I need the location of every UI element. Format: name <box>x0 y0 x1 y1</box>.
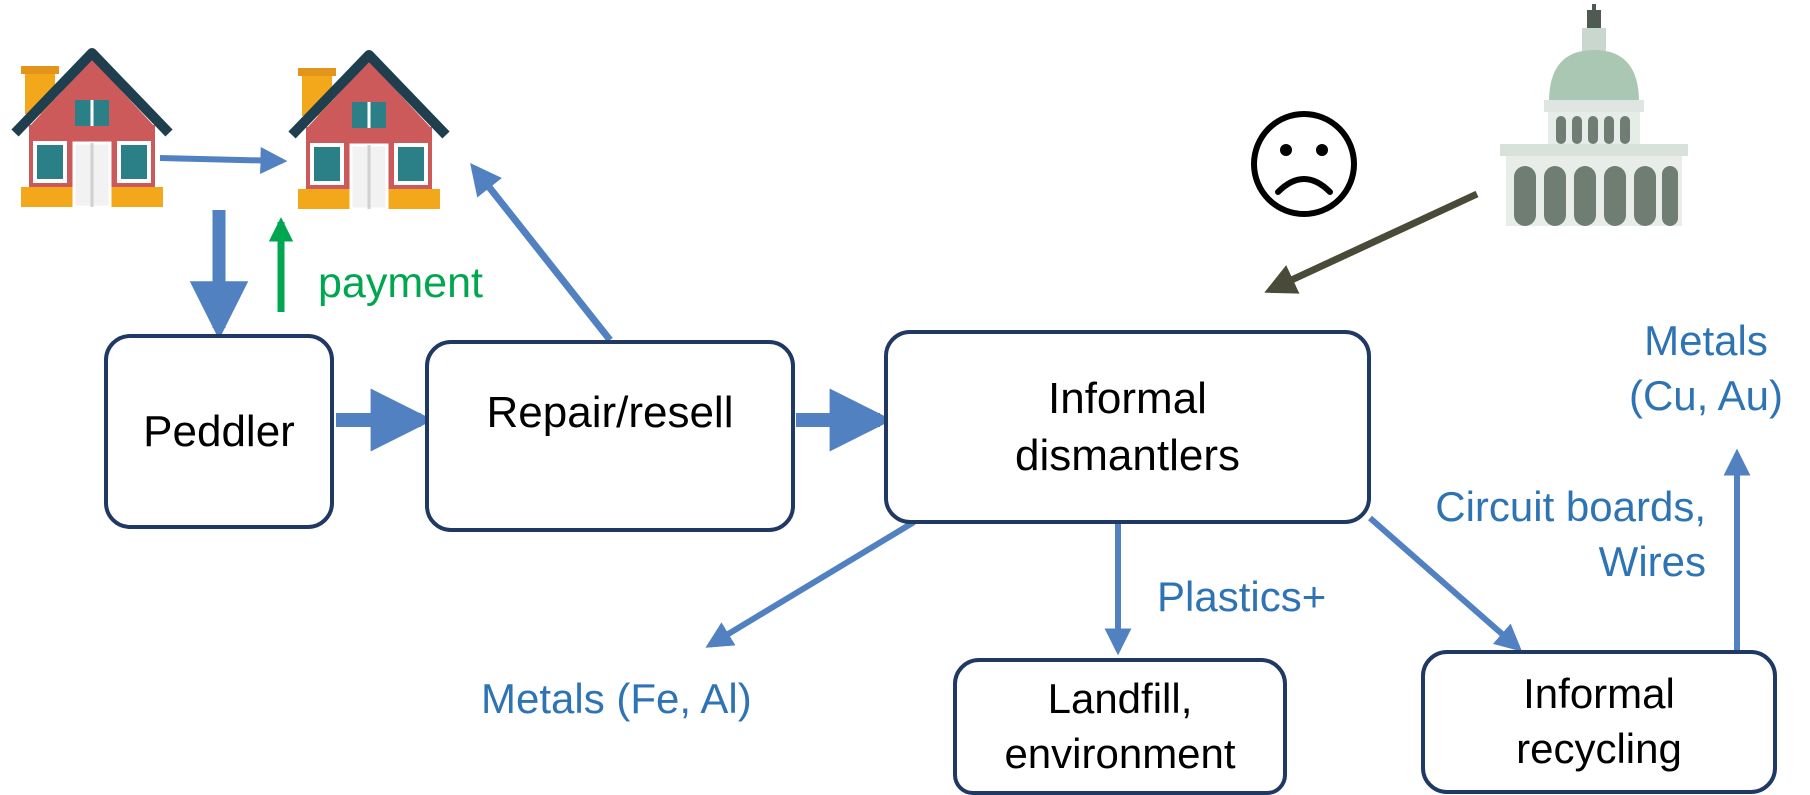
informal-recycling-node: Informal recycling <box>1421 650 1777 794</box>
house-icon <box>11 48 173 209</box>
plastics-label: Plastics+ <box>1157 573 1327 620</box>
house-icon <box>288 50 450 211</box>
metals-cu-au-label: Metals (Cu, Au) <box>1628 317 1784 419</box>
landfill-environment-node: Landfill, environment <box>953 658 1287 795</box>
arrow-dismantlers-to-recycling <box>1368 515 1523 652</box>
informal-dismantlers-node: Informal dismantlers <box>884 330 1371 524</box>
arrow-repair-to-house <box>470 163 613 343</box>
circuit-boards-wires-label: Circuit boards, Wires <box>1435 483 1706 585</box>
arrow-dismantlers-to-metals-fe-al <box>705 519 916 648</box>
payment-label: payment <box>318 259 483 307</box>
peddler-node: Peddler <box>104 334 334 529</box>
sad-face-icon <box>1251 111 1357 217</box>
arrow-government-to-dismantlers <box>1264 190 1479 294</box>
government-building-icon <box>1500 4 1688 226</box>
metals-fe-al-label: Metals (Fe, Al) <box>481 675 752 722</box>
repair-resell-node: Repair/resell <box>425 340 795 532</box>
arrow-house-to-house <box>159 146 288 174</box>
